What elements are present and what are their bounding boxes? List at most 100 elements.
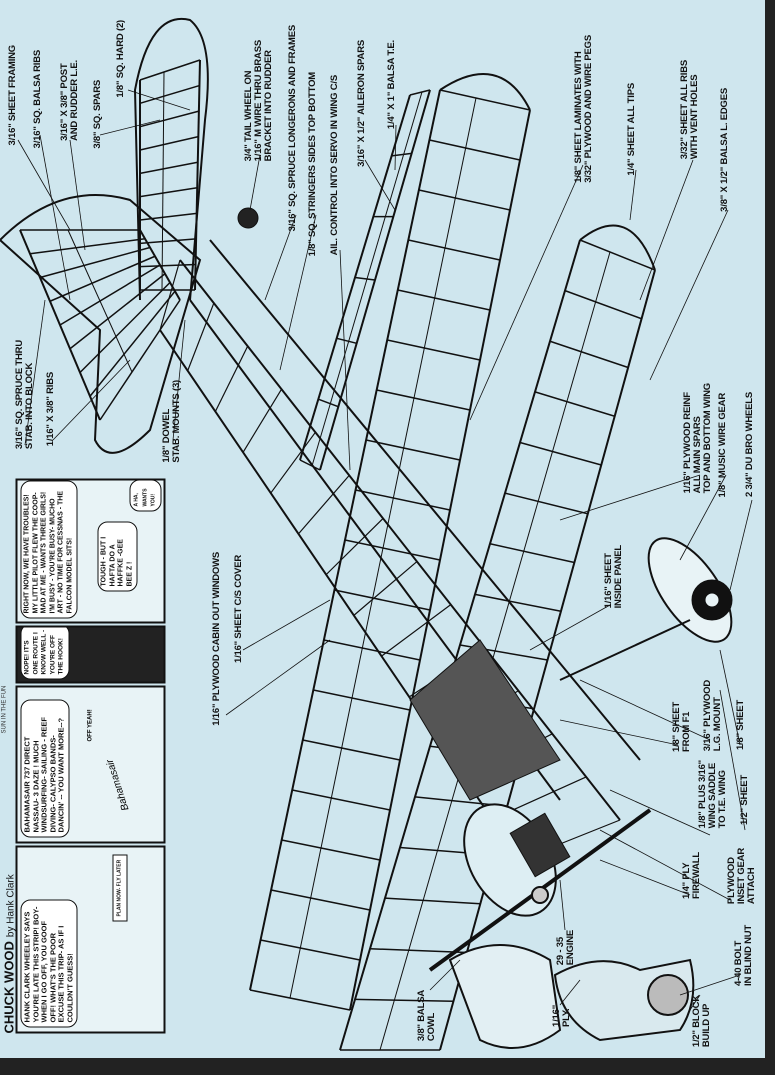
stabilizer-rib <box>49 255 156 302</box>
fuselage-frame <box>298 474 350 535</box>
aileron-panel-rib <box>299 459 321 471</box>
label-sheet-framing: 3/16" SHEET FRAMING <box>7 45 18 146</box>
lower-wing-spar <box>408 900 424 951</box>
stabilizer-spar <box>67 229 77 248</box>
leader-line <box>719 689 746 831</box>
lower-wing-rib <box>489 543 575 564</box>
rudder-outline <box>133 17 209 301</box>
stabilizer-spar <box>75 247 85 266</box>
upper-wing-rib <box>387 339 481 361</box>
leader-line <box>559 719 679 746</box>
leader-line <box>559 879 566 931</box>
upper-wing-rib <box>292 789 391 811</box>
lower-wing-spar <box>595 251 611 303</box>
lower-wing-rib <box>579 239 656 271</box>
upper-wing-spar <box>434 247 446 299</box>
rudder-rib <box>139 59 201 81</box>
leader-line <box>39 134 71 301</box>
upper-wing-rib <box>260 939 361 961</box>
comic-title: CHUCK WOODby Hank Clark <box>1 874 17 1034</box>
lower-wing-spar <box>437 800 453 851</box>
bolt-mount <box>647 974 689 1016</box>
aileron-panel-spar <box>384 154 405 217</box>
lower-wing-rib <box>534 391 615 417</box>
upper-wing-spar <box>320 797 332 849</box>
lower-wing-rib <box>369 948 467 954</box>
stabilizer-spar <box>83 265 93 284</box>
fuselage-frame <box>214 345 249 412</box>
upper-wing-rib <box>408 239 501 261</box>
leader-line <box>719 649 741 746</box>
lower-wing-rib <box>474 593 562 612</box>
stabilizer-spar <box>115 336 125 355</box>
upper-wing-spar <box>351 647 363 699</box>
lower-wing-rib <box>354 998 454 1002</box>
leader-line <box>599 859 691 896</box>
fuselage-longerons <box>159 239 641 861</box>
upper-wing-tip <box>439 73 531 111</box>
upper-wing-spar <box>423 297 436 349</box>
aileron-panel-spar <box>403 91 423 155</box>
leader-line <box>364 159 396 211</box>
rudder-rib <box>139 187 198 198</box>
label-sq-spars: 3/8" SQ. SPARS <box>92 80 103 149</box>
upper-wing-rib <box>365 439 461 461</box>
leader-line <box>52 359 131 441</box>
lower-wing-rib <box>519 441 602 466</box>
upper-wing-rib <box>344 539 441 561</box>
fuselage-frame <box>353 561 418 616</box>
label-balsa-ribs: 3/16" SQ. BALSA RIBS <box>32 50 43 149</box>
leader-line <box>679 474 727 561</box>
label-l-edges: 3/8" X 1/2" BALSA L. EDGES <box>719 88 730 212</box>
label-wire-gear: 1/8" MUSIC WIRE GEAR <box>717 393 728 498</box>
label-stringers: 1/8" SQ. STRINGERS SIDES TOP BOTTOM <box>307 72 318 257</box>
label-sheet-18: 1/8" SHEET <box>735 700 746 751</box>
stabilizer-spar <box>107 318 117 337</box>
leader-line <box>639 159 694 301</box>
leader-line <box>729 499 753 591</box>
upper-wing-spar <box>465 97 477 149</box>
upper-wing-spar <box>392 447 405 499</box>
speech-bubble: TOUGH - BUT I HAFTA DO A HAFFKE -GEE BEE… <box>97 521 138 592</box>
stabilizer-rib <box>99 299 181 421</box>
aileron-panel-spar <box>311 403 331 467</box>
leader-line <box>99 119 161 136</box>
upper-wing-rib <box>429 139 521 161</box>
aileron-panel-rib <box>354 276 376 281</box>
leader-line <box>429 959 461 991</box>
leader-line <box>17 139 71 231</box>
speech-bubble: BAHAMASAIR 737 DIRECT NASSAU- 3 DAZE ! M… <box>20 699 69 838</box>
landing-gear-wire <box>559 619 691 681</box>
leader-line <box>24 299 46 446</box>
lower-wing-rib <box>564 289 642 320</box>
leader-line <box>559 474 701 521</box>
rudder-rib <box>139 161 198 175</box>
upper-wing-rib <box>302 739 401 761</box>
upper-wing-rib <box>281 839 381 861</box>
upper-wing-spar <box>341 697 353 749</box>
speech-bubble: A HA, WANTS YOU! <box>129 479 161 512</box>
lower-wing-rib <box>504 492 588 515</box>
comic-panel-4: RIGHT NOW, WE HAVE TROUBLES! MY LITTLE P… <box>15 478 166 624</box>
upper-wing-rib <box>397 289 491 311</box>
aileron-panel-spar <box>348 278 368 342</box>
stabilizer-spar <box>123 354 133 373</box>
label-balsa-te: 1/4" X 1" BALSA T.E. <box>386 40 397 130</box>
upper-wing-spar <box>361 597 374 649</box>
rudder-trailing-edge <box>194 59 201 291</box>
lower-wing-spar <box>494 600 510 652</box>
upper-wing-spar <box>444 197 456 249</box>
airliner-livery: Bahamasair <box>104 757 132 812</box>
stabilizer-spar <box>91 283 101 302</box>
upper-wing-spar <box>382 497 394 549</box>
upper-wing-rib <box>439 89 531 111</box>
